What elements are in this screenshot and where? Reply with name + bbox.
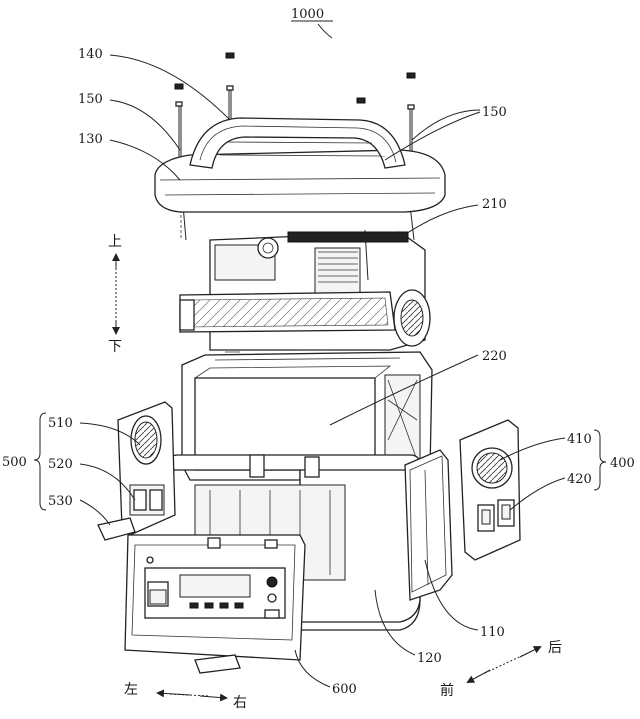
label-520: 520 [48,457,73,472]
left-fan-panel [97,401,176,541]
label-400: 400 [610,456,635,471]
internal-frame [179,229,431,351]
label-210: 210 [482,197,507,212]
label-150-left: 150 [78,92,103,107]
label-220: 220 [482,349,507,364]
label-600: 600 [332,682,357,697]
right-fan-panel [459,419,521,561]
label-130: 130 [78,132,103,147]
direction-indicators: 上 下 左 右 前 后 [108,234,562,711]
label-110: 110 [480,625,505,640]
part-labels: 140 150 130 150 210 220 510 500 520 530 … [2,47,635,697]
direction-left: 左 [124,682,138,698]
direction-back: 后 [548,640,562,656]
carry-handle [189,117,406,169]
assembly-number: 1000 [291,7,324,22]
assembly-title: 1000 [291,7,333,39]
label-530: 530 [48,494,73,509]
label-120: 120 [417,651,442,666]
leader-lines [33,54,607,688]
front-panel [124,534,306,674]
label-150-right: 150 [482,105,507,120]
direction-down: 下 [108,339,122,355]
label-500: 500 [2,455,27,470]
direction-up: 上 [108,234,122,250]
direction-front: 前 [440,682,454,699]
direction-right: 右 [233,695,247,711]
label-510: 510 [48,416,73,431]
label-420: 420 [567,472,592,487]
label-410: 410 [567,432,592,447]
label-140: 140 [78,47,103,62]
right-side-panel [404,449,453,601]
top-cover [154,117,446,213]
battery-module [181,349,433,481]
